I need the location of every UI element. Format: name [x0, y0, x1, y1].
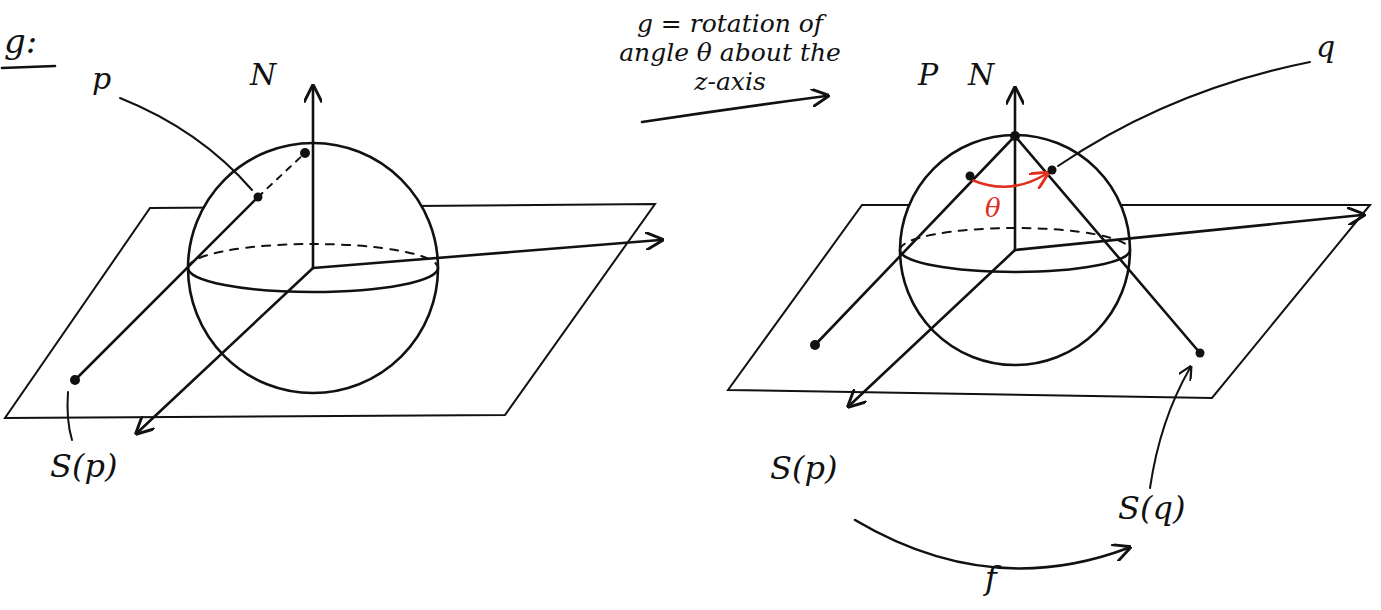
- projection-label: S(q): [1118, 490, 1185, 527]
- point: [1048, 166, 1057, 175]
- projection-line: [1015, 136, 1200, 353]
- point-label: N: [250, 58, 276, 93]
- map-arrow: [642, 96, 826, 122]
- y-axis: [850, 250, 1015, 405]
- map-description: g = rotation of angle θ about the z-axis: [610, 10, 850, 96]
- projection-line: [75, 197, 258, 380]
- point: [1196, 349, 1205, 358]
- z-axis: [312, 88, 315, 268]
- point-label: N: [968, 58, 994, 93]
- projection-label: S(p): [50, 448, 117, 485]
- point-label: q: [1316, 30, 1335, 65]
- point: [70, 375, 80, 385]
- leader-line: [68, 392, 73, 440]
- projection-label: S(p): [770, 450, 837, 487]
- projection-line: [815, 136, 1015, 345]
- leader-line: [1058, 62, 1310, 166]
- point: [810, 340, 820, 350]
- point-label: p: [92, 62, 111, 97]
- point: [966, 172, 975, 181]
- equator-front: [188, 268, 438, 292]
- north-pole: [1010, 131, 1020, 141]
- equator-front: [900, 250, 1130, 272]
- point-label: P: [918, 58, 938, 93]
- hidden-line: [258, 153, 305, 197]
- map-label: f: [985, 560, 997, 597]
- y-axis: [138, 268, 313, 432]
- z-axis: [1014, 90, 1017, 250]
- leader-line: [120, 98, 252, 190]
- point: [254, 193, 263, 202]
- figure-label: g:: [4, 22, 37, 61]
- north-pole: [300, 148, 310, 158]
- x-axis: [1015, 215, 1362, 250]
- leader-line: [1150, 368, 1190, 488]
- angle-label: θ: [985, 194, 1001, 224]
- x-axis: [313, 240, 660, 268]
- underline: [2, 66, 55, 68]
- rotation-arrow: [972, 174, 1046, 187]
